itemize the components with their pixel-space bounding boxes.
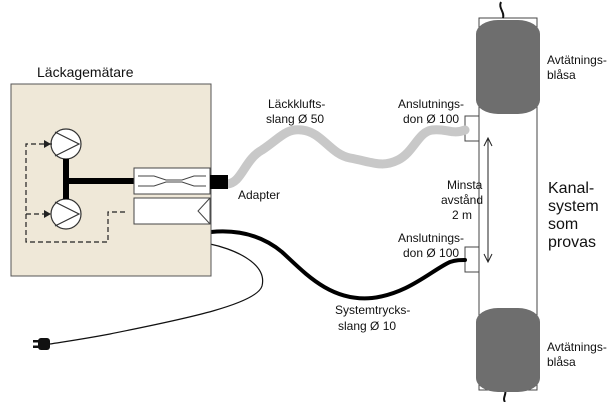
sealing-bladder-top-label-1: Avtätnings-	[547, 53, 607, 67]
leak-air-hose-label-2: slang Ø 50	[266, 112, 324, 126]
adapter	[210, 175, 228, 189]
leak-meter	[10, 83, 212, 277]
duct-system-label-4: provas	[548, 234, 596, 251]
min-distance-label-3: 2 m	[452, 208, 472, 222]
leak-air-hose	[222, 125, 470, 189]
flow-element	[133, 167, 211, 195]
plug-icon	[33, 338, 50, 350]
sealing-bladder-top-label-2: blåsa	[547, 68, 576, 82]
connector-bottom	[464, 246, 480, 273]
leak-meter-title: Läckagemätare	[37, 64, 134, 80]
power-cord	[49, 243, 264, 345]
duct-system	[464, 1, 540, 402]
pressure-sensor	[133, 197, 211, 225]
duct-system-label-3: som	[548, 216, 578, 233]
bladder-bottom-shape	[476, 308, 540, 392]
connector-bottom-label-1: Anslutnings-	[398, 231, 464, 245]
sealing-bladder-bottom-label-2: blåsa	[547, 355, 576, 369]
pump-icon	[50, 198, 82, 230]
sealing-bladder-bottom-label-1: Avtätnings-	[547, 340, 607, 354]
min-distance-arrow	[483, 136, 493, 264]
system-pressure-hose	[209, 229, 467, 301]
system-pressure-hose-label-2: slang Ø 10	[338, 319, 396, 333]
top-bladder-cord	[499, 1, 505, 19]
sealing-bladder-top	[476, 20, 540, 114]
bladder-top-shape	[476, 20, 540, 114]
connector-bottom-label-2: don Ø 100	[403, 246, 459, 260]
duct-system-label-1: Kanal-	[548, 180, 594, 197]
connector-top-label-1: Anslutnings-	[398, 97, 464, 111]
min-distance-label-1: Minsta	[447, 178, 483, 192]
duct-system-label-2: system	[548, 198, 599, 215]
connector-top-label-2: don Ø 100	[403, 112, 459, 126]
pump-icon	[50, 128, 82, 160]
adapter-label: Adapter	[238, 188, 280, 202]
sealing-bladder-bottom	[476, 308, 540, 392]
leak-air-hose-label-1: Läckklufts-	[268, 97, 325, 111]
min-distance-label-2: avstånd	[441, 193, 483, 207]
system-pressure-hose-label-1: Systemtrycks-	[335, 303, 410, 317]
